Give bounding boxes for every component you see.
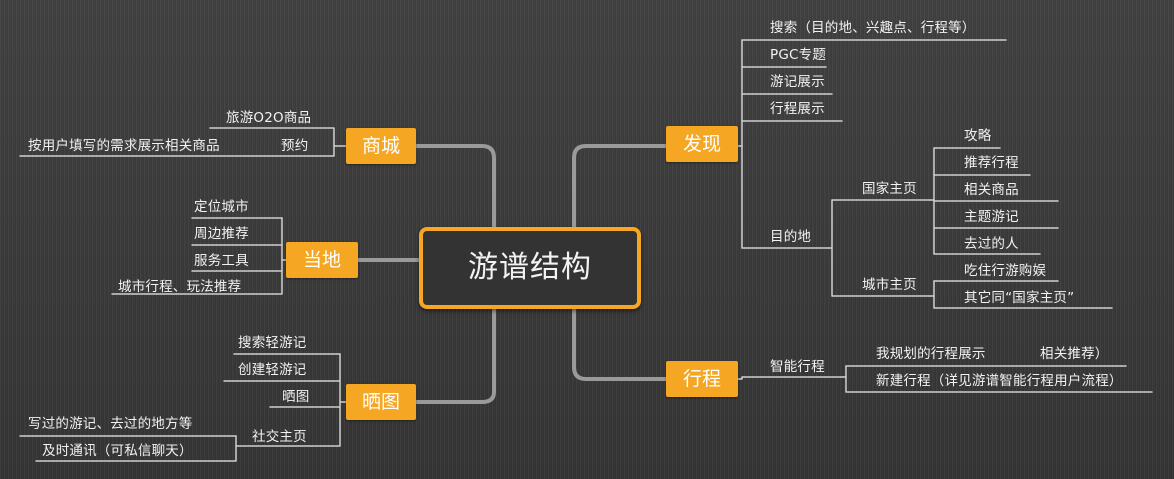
node-country-guide[interactable]: 攻略 (964, 128, 992, 144)
node-city-same[interactable]: 其它同“国家主页” (964, 290, 1075, 306)
node-photo-search[interactable]: 搜索轻游记 (238, 335, 307, 351)
node-trip-smart[interactable]: 智能行程 (770, 359, 825, 375)
node-country-theme[interactable]: 主题游记 (964, 209, 1019, 225)
node-local-tools[interactable]: 服务工具 (194, 253, 249, 269)
node-country-goods[interactable]: 相关商品 (964, 182, 1019, 198)
branch-local[interactable]: 当地 (286, 242, 358, 278)
branch-shop[interactable]: 商城 (346, 128, 416, 164)
node-photo-share[interactable]: 晒图 (282, 389, 310, 405)
node-discover-notes[interactable]: 游记展示 (770, 74, 825, 90)
node-social-chat[interactable]: 及时通讯（可私信聊天） (42, 443, 193, 459)
node-photo-create[interactable]: 创建轻游记 (238, 362, 307, 378)
node-trip-new[interactable]: 新建行程（详见游谱智能行程用户流程） (876, 373, 1123, 389)
node-local-citytrip[interactable]: 城市行程、玩法推荐 (118, 279, 242, 295)
node-country-visitors[interactable]: 去过的人 (964, 236, 1019, 252)
node-discover-search[interactable]: 搜索（目的地、兴趣点、行程等） (770, 20, 976, 36)
node-country-recommend[interactable]: 推荐行程 (964, 155, 1019, 171)
branch-trip[interactable]: 行程 (666, 361, 738, 397)
node-discover-destination[interactable]: 目的地 (770, 229, 812, 245)
root-node[interactable]: 游谱结构 (419, 227, 641, 309)
node-photo-social[interactable]: 社交主页 (252, 429, 307, 445)
node-country-home[interactable]: 国家主页 (862, 181, 917, 197)
node-city-lifestyle[interactable]: 吃住行游购娱 (964, 263, 1047, 279)
node-social-written[interactable]: 写过的游记、去过的地方等 (28, 416, 193, 432)
branch-photo[interactable]: 晒图 (346, 384, 416, 420)
node-trip-mine[interactable]: 我规划的行程展示 (876, 346, 986, 362)
node-local-locate[interactable]: 定位城市 (194, 199, 249, 215)
node-local-nearby[interactable]: 周边推荐 (194, 226, 249, 242)
node-shop-demand[interactable]: 按用户填写的需求展示相关商品 (28, 138, 220, 154)
node-shop-booking[interactable]: 预约 (281, 138, 309, 154)
node-city-home[interactable]: 城市主页 (862, 277, 917, 293)
node-discover-pgc[interactable]: PGC专题 (770, 47, 827, 63)
node-trip-related[interactable]: 相关推荐） (1040, 346, 1109, 362)
node-shop-o2o[interactable]: 旅游O2O商品 (226, 110, 312, 126)
branch-discover[interactable]: 发现 (666, 126, 738, 162)
node-discover-trips[interactable]: 行程展示 (770, 101, 825, 117)
